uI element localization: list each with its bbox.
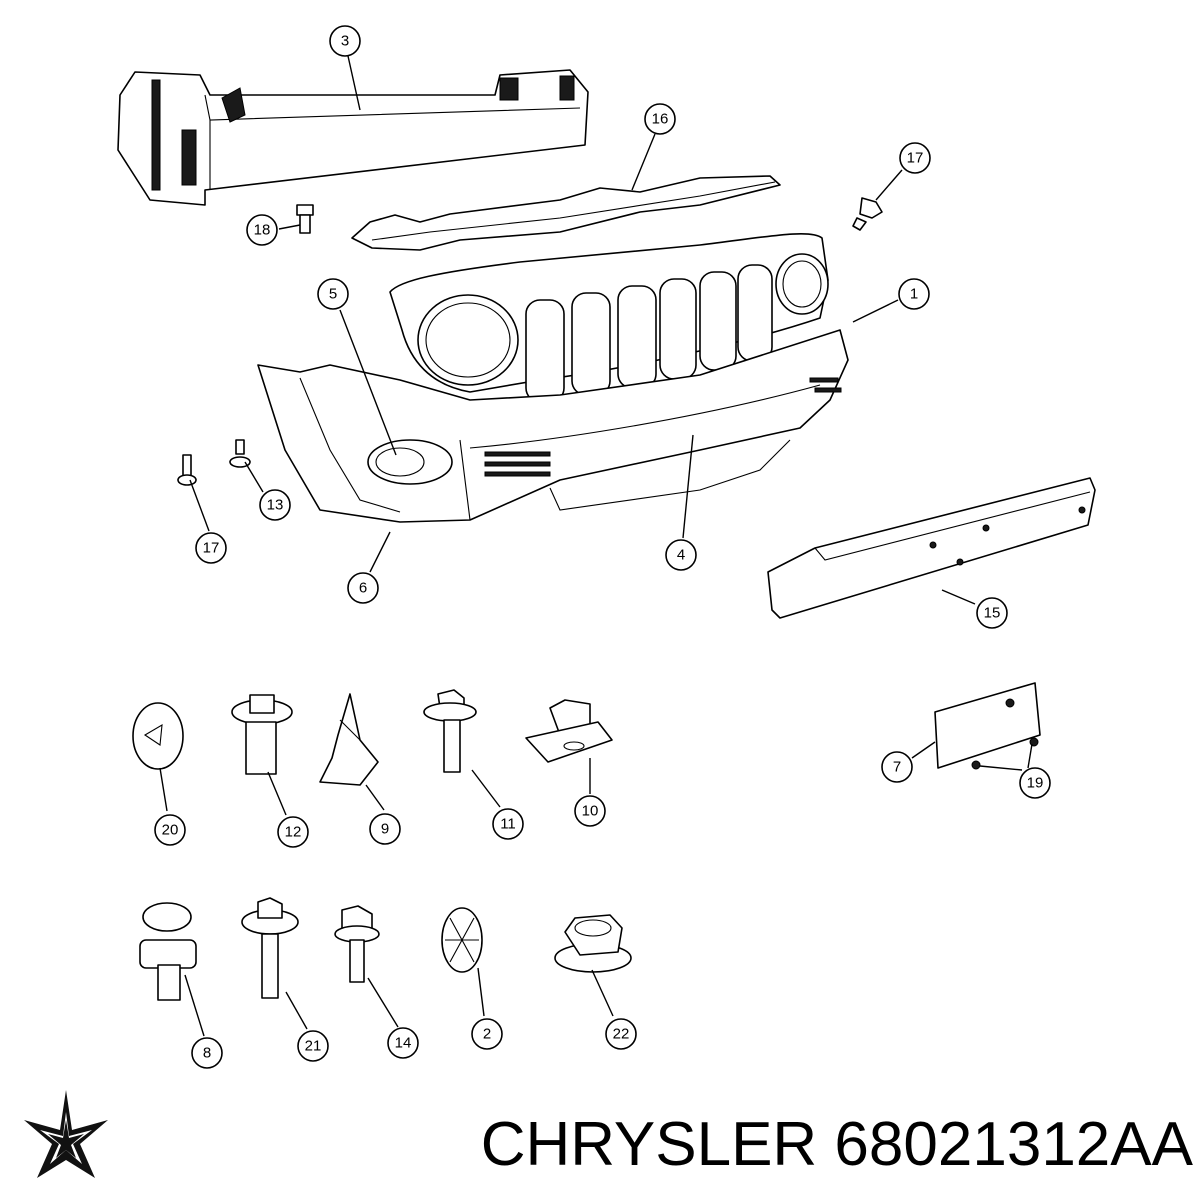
callout-13-label: 13	[267, 497, 284, 514]
bolt-18-part	[296, 204, 314, 234]
callout-6: 6	[347, 572, 379, 604]
push-rivet-8-part	[139, 902, 197, 1001]
callout-2: 2	[471, 1018, 503, 1050]
callout-5: 5	[317, 278, 349, 310]
chrysler-pentastar-icon	[24, 1090, 108, 1178]
clip-9-part	[319, 693, 379, 786]
callout-6-label: 6	[359, 580, 367, 597]
leader-lines	[159, 55, 1033, 1037]
callout-10-label: 10	[582, 803, 599, 820]
reinforcement-beam-part	[117, 69, 589, 206]
bolt-14-part	[334, 905, 380, 983]
callout-7-label: 7	[893, 759, 901, 776]
callout-8-label: 8	[203, 1045, 211, 1062]
callout-13: 13	[259, 489, 291, 521]
callout-16: 16	[644, 103, 676, 135]
callout-17-top-label: 17	[907, 150, 924, 167]
callout-15-label: 15	[984, 605, 1001, 622]
callout-21-label: 21	[305, 1038, 322, 1055]
callout-17-left: 17	[195, 532, 227, 564]
callout-20-label: 20	[162, 822, 179, 839]
callout-17-top: 17	[899, 142, 931, 174]
callout-15: 15	[976, 597, 1008, 629]
callout-19: 19	[1019, 767, 1051, 799]
callout-7: 7	[881, 751, 913, 783]
screw-17-left-part	[177, 454, 197, 486]
callout-3-label: 3	[341, 33, 349, 50]
washer-20-part	[132, 702, 184, 770]
upper-bracket-part	[351, 175, 781, 251]
nut-22-part	[554, 914, 632, 973]
callout-11-label: 11	[500, 816, 516, 833]
energy-absorber-part	[767, 477, 1096, 619]
callout-18-label: 18	[254, 222, 271, 239]
callout-16-label: 16	[652, 111, 669, 128]
brand-title: CHRYSLER 68021312AA	[480, 1110, 1193, 1179]
callout-8: 8	[191, 1037, 223, 1069]
screw-17-top-part	[852, 197, 883, 231]
callout-1-label: 1	[910, 286, 918, 303]
callout-1: 1	[898, 278, 930, 310]
callout-14: 14	[387, 1027, 419, 1059]
fastener-12-part	[231, 694, 293, 775]
callout-12-label: 12	[285, 824, 302, 841]
callout-12: 12	[277, 816, 309, 848]
callout-11: 11	[492, 808, 524, 840]
bolt-11-part	[423, 689, 477, 773]
front-fascia-part	[257, 329, 849, 523]
callout-4: 4	[665, 539, 697, 571]
grille-part	[389, 233, 829, 403]
plate-7-part	[934, 682, 1041, 770]
callout-4-label: 4	[677, 547, 685, 564]
push-pin-13-part	[229, 439, 251, 468]
callout-5-label: 5	[329, 286, 337, 303]
callout-9: 9	[369, 813, 401, 845]
nut-clip-10-part	[525, 699, 613, 763]
callout-9-label: 9	[381, 821, 389, 838]
callout-3: 3	[329, 25, 361, 57]
bolt-21-part	[241, 897, 299, 999]
callout-22-label: 22	[613, 1026, 630, 1043]
callout-21: 21	[297, 1030, 329, 1062]
callout-10: 10	[574, 795, 606, 827]
callout-17-left-label: 17	[203, 540, 220, 557]
plug-2-part	[441, 907, 483, 973]
callout-19-label: 19	[1027, 775, 1044, 792]
callout-18: 18	[246, 214, 278, 246]
callout-20: 20	[154, 814, 186, 846]
callout-14-label: 14	[395, 1035, 412, 1052]
callout-2-label: 2	[483, 1026, 491, 1043]
callout-22: 22	[605, 1018, 637, 1050]
